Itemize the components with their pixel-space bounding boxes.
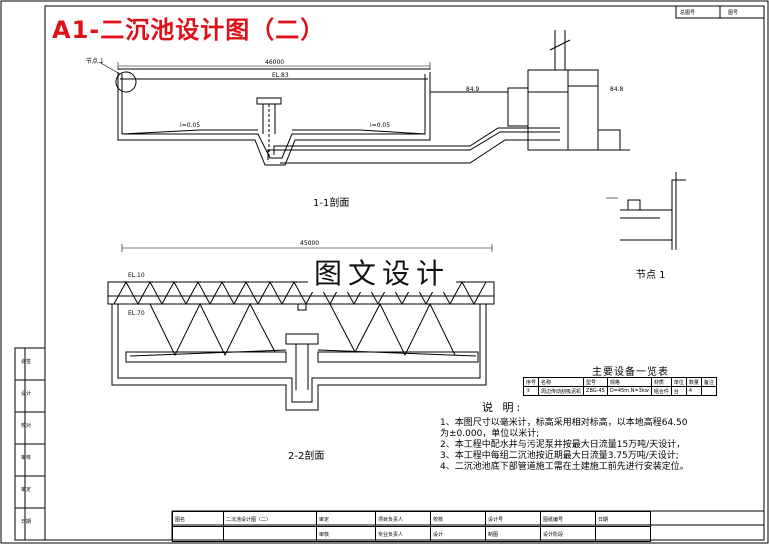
side-label: 日期 [20, 519, 31, 525]
drawing-title: A1-二沉池设计图（二） [52, 16, 326, 44]
table-header-cell: 规格 [606, 377, 652, 387]
dim-45000: 45000 [300, 240, 320, 247]
equipment-table: 序号 名称 型号 规格 材质 单位 数量 备注 ① 周边传动刮吸泥机 ZBG-4… [522, 377, 717, 396]
slope-label-right: i=0.05 [370, 122, 391, 129]
title-block-cell: 图纸编号 [540, 511, 596, 527]
title-block-cell: 专业负责人 [375, 526, 431, 542]
title-block-cell: 设计阶段 [540, 526, 596, 542]
note-line: 4、二沉池池底下部管道施工需在土建施工前先进行安装定位。 [440, 462, 689, 472]
table-header-cell: 型号 [583, 377, 608, 387]
side-label: 会签 [20, 359, 31, 365]
corner-label-1: 总图号 [680, 10, 696, 16]
watermark-text: 图文设计 [308, 252, 457, 292]
table-cell: 组合件 [650, 386, 672, 396]
table-header-cell: 序号 [522, 377, 540, 387]
note-line: 3、本工程中每组二沉池按近期最大日流量3.75万吨/天设计; [440, 451, 679, 461]
elev-label-3: 84.8 [610, 86, 624, 93]
note-line: 1、本图尺寸以毫米计，标高采用相对标高，以本地高程64.50 [440, 418, 688, 428]
elev-label-5: EL.70 [128, 310, 145, 317]
node-1-detail [606, 172, 686, 250]
title-block-cell [172, 526, 224, 542]
corner-label-2: 图号 [728, 10, 739, 16]
title-block-cell: 设计 [430, 526, 486, 542]
title-block-cell: 日期 [595, 511, 651, 527]
notes-block: 说 明: 1、本图尺寸以毫米计，标高采用相对标高，以本地高程64.50 为±0.… [440, 402, 689, 473]
title-block-cell: 设计号 [485, 511, 541, 527]
table-header-cell: 材质 [650, 377, 672, 387]
title-block-cell: 审核 [316, 526, 376, 542]
table-cell [700, 386, 717, 396]
title-block-cell: 图名 [172, 511, 224, 527]
title-block-cell: 制图 [485, 526, 541, 542]
equipment-table-header: 序号 名称 型号 规格 材质 单位 数量 备注 [522, 377, 717, 387]
section-2-2-label: 2-2剖面 [288, 451, 325, 462]
table-cell: 周边传动刮吸泥机 [538, 386, 585, 396]
side-label: 审定 [20, 487, 31, 493]
notes-heading: 说 明: [482, 401, 524, 414]
dim-46000: 46000 [265, 59, 285, 66]
section-1-1 [98, 30, 630, 166]
title-block-cell: 审定 [316, 511, 376, 527]
section-1-1-label: 1-1剖面 [313, 198, 350, 209]
section-2-2 [107, 244, 495, 411]
table-row: ① 周边传动刮吸泥机 ZBG-45 D=45m,N=3kw 组合件 台 4 [522, 386, 717, 396]
title-block: 图名 二沉池设计图（二） 审定 项目负责人 校核 设计号 图纸编号 日期 审核 … [172, 511, 651, 542]
side-label: 设计 [20, 391, 31, 397]
equipment-table-title: 主要设备一览表 [592, 367, 669, 378]
table-cell: ① [522, 386, 540, 396]
table-header-cell: 单位 [670, 377, 687, 387]
slope-label-left: i=0.05 [180, 122, 201, 129]
table-header-cell: 名称 [538, 377, 585, 387]
table-header-cell: 数量 [685, 377, 702, 387]
title-block-cell [223, 526, 317, 542]
table-cell: 4 [685, 386, 702, 396]
title-block-cell: 项目负责人 [375, 511, 431, 527]
table-cell: D=45m,N=3kw [606, 386, 652, 396]
node-marker-label: 节点 1 [86, 58, 104, 65]
title-block-cell [595, 526, 651, 542]
note-line: 为±0.000，单位以米计; [440, 429, 540, 439]
side-label: 审核 [20, 455, 31, 461]
node-1-label: 节点 1 [636, 270, 666, 281]
table-header-cell: 备注 [700, 377, 717, 387]
note-line: 2、本工程中配水井与污泥泵井按最大日流量15万吨/天设计， [440, 440, 686, 450]
elev-label-4: EL.10 [128, 272, 145, 279]
table-cell: 台 [670, 386, 687, 396]
table-cell: ZBG-45 [583, 386, 608, 396]
side-label: 校对 [20, 423, 31, 429]
title-block-cell: 校核 [430, 511, 486, 527]
drawing-name-cell: 二沉池设计图（二） [223, 511, 317, 527]
elev-label-2: 84.9 [466, 86, 480, 93]
elev-label-1: EL.83 [272, 72, 289, 79]
